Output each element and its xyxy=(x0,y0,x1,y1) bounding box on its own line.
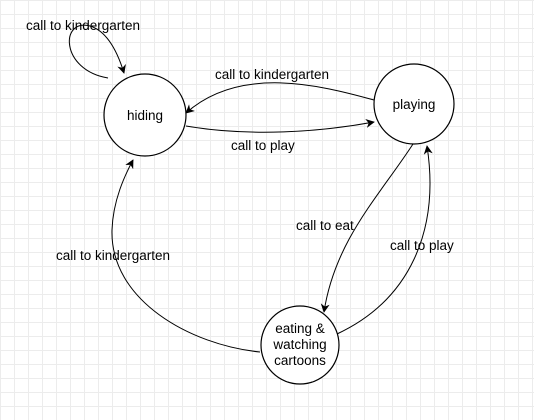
edge-hiding-self[interactable] xyxy=(68,24,126,79)
state-playing[interactable]: playing xyxy=(373,63,455,145)
edge-label-hiding-to-playing: call to play xyxy=(231,138,295,153)
edge-label-playing-to-eating: call to eat xyxy=(296,218,354,233)
state-label-eating-line-2: watching xyxy=(272,337,326,352)
edge-eating-to-hiding[interactable] xyxy=(111,159,261,353)
edge-hiding-to-playing[interactable] xyxy=(185,119,375,133)
state-circle-playing xyxy=(373,63,455,145)
edge-playing-to-hiding[interactable] xyxy=(185,82,375,114)
state-label-playing: playing xyxy=(393,97,436,112)
edge-label-playing-to-hiding: call to kindergarten xyxy=(215,67,329,82)
edge-eating-to-playing[interactable] xyxy=(336,145,433,335)
edge-label-eating-to-hiding: call to kindergarten xyxy=(56,248,170,263)
state-label-hiding: hiding xyxy=(127,108,163,123)
state-circle-hiding xyxy=(103,73,187,157)
state-eating-watching-cartoons[interactable]: eating & watching cartoons xyxy=(260,305,340,385)
state-hiding[interactable]: hiding xyxy=(103,73,187,157)
state-circle-eating xyxy=(260,305,340,385)
edge-label-eating-to-playing: call to play xyxy=(390,238,454,253)
state-label-eating-line-1: eating & xyxy=(275,321,325,336)
edge-playing-to-eating[interactable] xyxy=(320,143,414,313)
state-label-eating-line-3: cartoons xyxy=(274,353,326,368)
edge-label-hiding-self: call to kindergarten xyxy=(26,18,140,33)
